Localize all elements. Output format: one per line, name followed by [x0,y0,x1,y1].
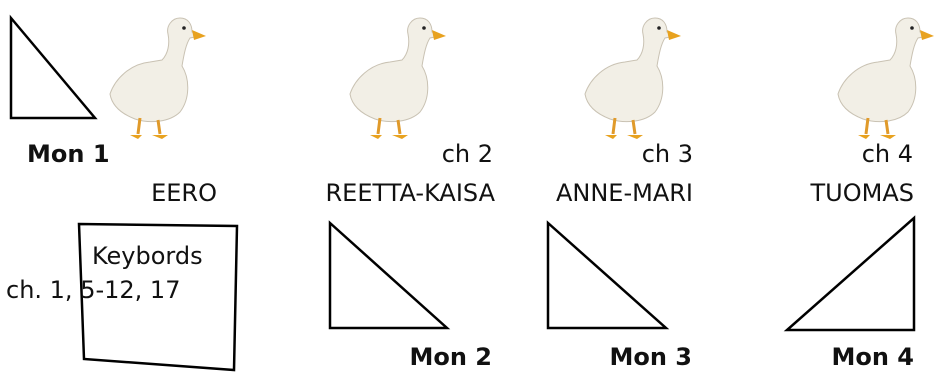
mon1-wedge-icon [9,14,98,120]
performer-name-4: TUOMAS [810,179,914,207]
duck-icon-3 [583,16,683,141]
mon3-label: Mon 3 [609,343,692,371]
performer-name-3: ANNE-MARI [555,179,693,207]
channel-label-3: ch 3 [641,140,693,168]
duck-icon-1 [108,16,208,141]
keyboard-box-icon [77,222,239,372]
mon2-wedge-icon [328,220,451,330]
mon3-wedge-icon [546,220,670,330]
performer-name-1: EERO [151,179,217,207]
mon1-label: Mon 1 [27,140,110,168]
channel-label-2: ch 2 [441,140,493,168]
duck-icon-4 [836,16,936,141]
mon4-wedge-icon [783,215,916,332]
keyboards-label: Keybords [92,242,203,270]
channel-label-4: ch 4 [861,140,913,168]
keyboards-channels: ch. 1, 5-12, 17 [6,276,181,304]
duck-icon-2 [348,16,448,141]
performer-name-2: REETTA-KAISA [325,179,496,207]
mon2-label: Mon 2 [409,343,492,371]
mon4-label: Mon 4 [831,343,914,371]
